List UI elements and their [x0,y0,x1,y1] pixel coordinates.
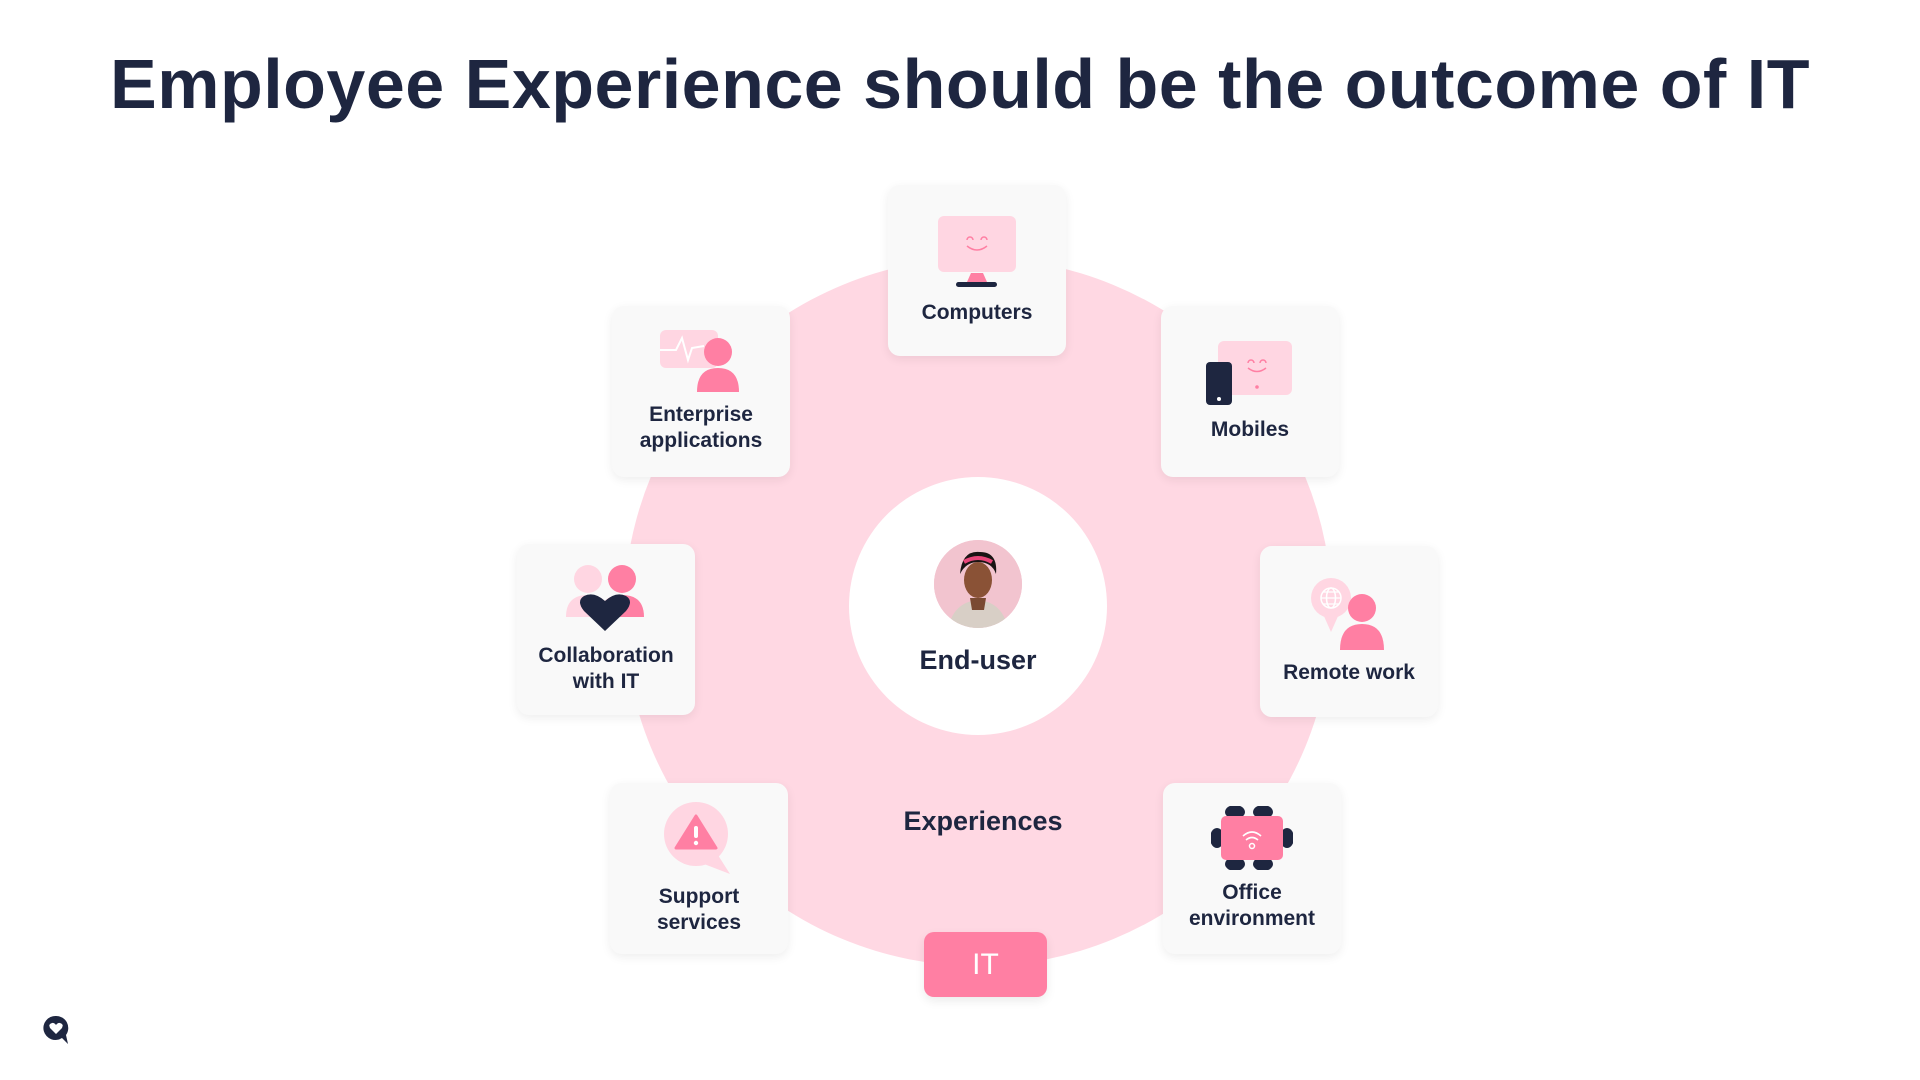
computer-smile-icon [938,215,1016,287]
card-label: Collaboration with IT [538,643,674,693]
user-photo [934,540,1022,628]
enterprise-app-icon [660,329,739,392]
card-computers[interactable]: Computers [888,185,1066,356]
end-user-circle: End-user [849,477,1107,735]
remote-globe-icon [1311,577,1384,650]
card-label: Remote work [1283,660,1415,684]
card-enterprise-applications[interactable]: Enterprise applications [612,306,790,477]
brand-logo [42,1014,72,1051]
end-user-label: End-user [919,645,1037,675]
mobile-devices-icon [1206,340,1292,405]
card-label: Support services [656,884,742,934]
card-mobiles[interactable]: Mobiles [1161,306,1339,477]
card-label: Office environment [1188,880,1316,930]
card-office-environment[interactable]: Office environment [1163,783,1341,954]
collaboration-heart-icon [566,564,644,631]
card-collaboration-with-it[interactable]: Collaboration with IT [517,544,695,715]
card-label: Enterprise applications [639,402,763,452]
card-support-services[interactable]: Support services [610,783,788,954]
support-warning-icon [664,801,730,874]
it-button[interactable]: IT [924,932,1047,997]
card-remote-work[interactable]: Remote work [1260,546,1438,717]
page-title: Employee Experience should be the outcom… [110,45,1810,123]
card-label: Computers [921,300,1033,324]
experiences-label: Experiences [903,806,1063,836]
card-label: Mobiles [1210,417,1290,441]
office-table-icon [1211,805,1293,870]
